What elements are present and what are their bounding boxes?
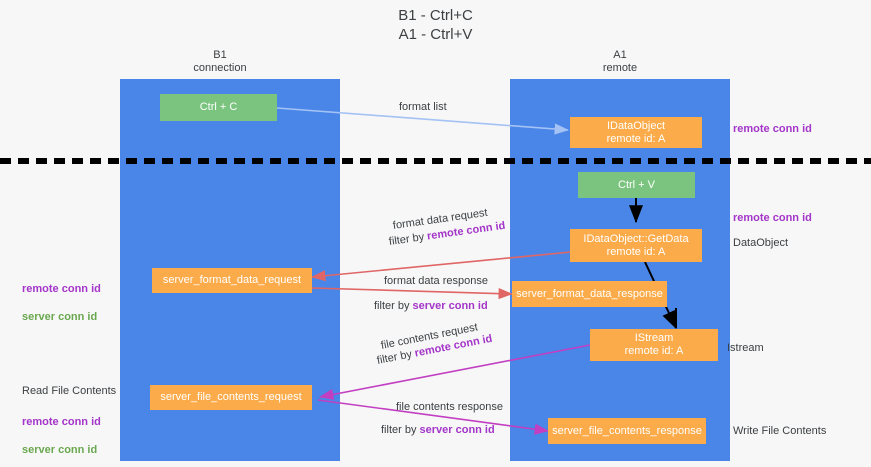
side-label-data-object: DataObject — [733, 237, 789, 249]
conn-label-left-file: remote conn id server conn id — [22, 401, 101, 457]
conn-remote-text-2: remote conn id — [22, 416, 101, 428]
filter-prefix-2: filter by — [374, 300, 413, 312]
node-server-file-contents-request[interactable]: server_file_contents_request — [150, 385, 312, 410]
edge-file-contents-response — [317, 399, 549, 435]
filter-key-2: server conn id — [412, 300, 488, 312]
filter-prefix-4: filter by — [381, 424, 420, 436]
conn-server-text: server conn id — [22, 311, 98, 323]
edge-format-data-request — [311, 251, 572, 282]
conn-server-text-2: server conn id — [22, 444, 98, 456]
edge-format-data-response — [311, 287, 513, 300]
edge-label-file-contents-response-line2: filter by server conn id — [381, 423, 495, 437]
edge-label-format-data-response-line2: filter by server conn id — [374, 299, 488, 313]
edge-file-contents-request — [319, 344, 591, 400]
diagram-title: B1 - Ctrl+C A1 - Ctrl+V — [398, 7, 473, 43]
lane-header-b1: B1 connection — [193, 49, 247, 74]
node-ctrl-v[interactable]: Ctrl + V — [578, 172, 695, 198]
edge-format-list — [276, 107, 569, 135]
node-istream[interactable]: IStream remote id: A — [590, 329, 718, 361]
side-label-write-file-contents: Write File Contents — [733, 425, 827, 437]
conn-remote-text: remote conn id — [22, 283, 101, 295]
node-idataobject-getdata[interactable]: IDataObject::GetData remote id: A — [570, 229, 702, 262]
side-label-read-file-contents: Read File Contents — [22, 385, 117, 397]
conn-label-left-format: remote conn id server conn id — [22, 268, 101, 324]
node-idataobject[interactable]: IDataObject remote id: A — [570, 117, 702, 148]
edge-label-file-contents-response-line1: file contents response — [396, 401, 504, 413]
conn-label-getdata-right: remote conn id — [733, 212, 812, 224]
filter-prefix-1: filter by — [388, 230, 428, 248]
node-server-format-data-request[interactable]: server_format_data_request — [152, 268, 312, 293]
conn-label-top-right: remote conn id — [733, 123, 812, 135]
filter-key-4: server conn id — [419, 424, 495, 436]
node-server-file-contents-response[interactable]: server_file_contents_response — [548, 418, 706, 444]
edge-label-format-data-response-line1: format data response — [384, 275, 488, 287]
edge-label-format-list: format list — [399, 101, 447, 113]
side-label-istream: Istream — [727, 342, 764, 354]
lane-header-a1: A1 remote — [602, 49, 638, 74]
node-server-format-data-response[interactable]: server_format_data_response — [512, 281, 667, 307]
node-ctrl-c[interactable]: Ctrl + C — [160, 94, 277, 121]
